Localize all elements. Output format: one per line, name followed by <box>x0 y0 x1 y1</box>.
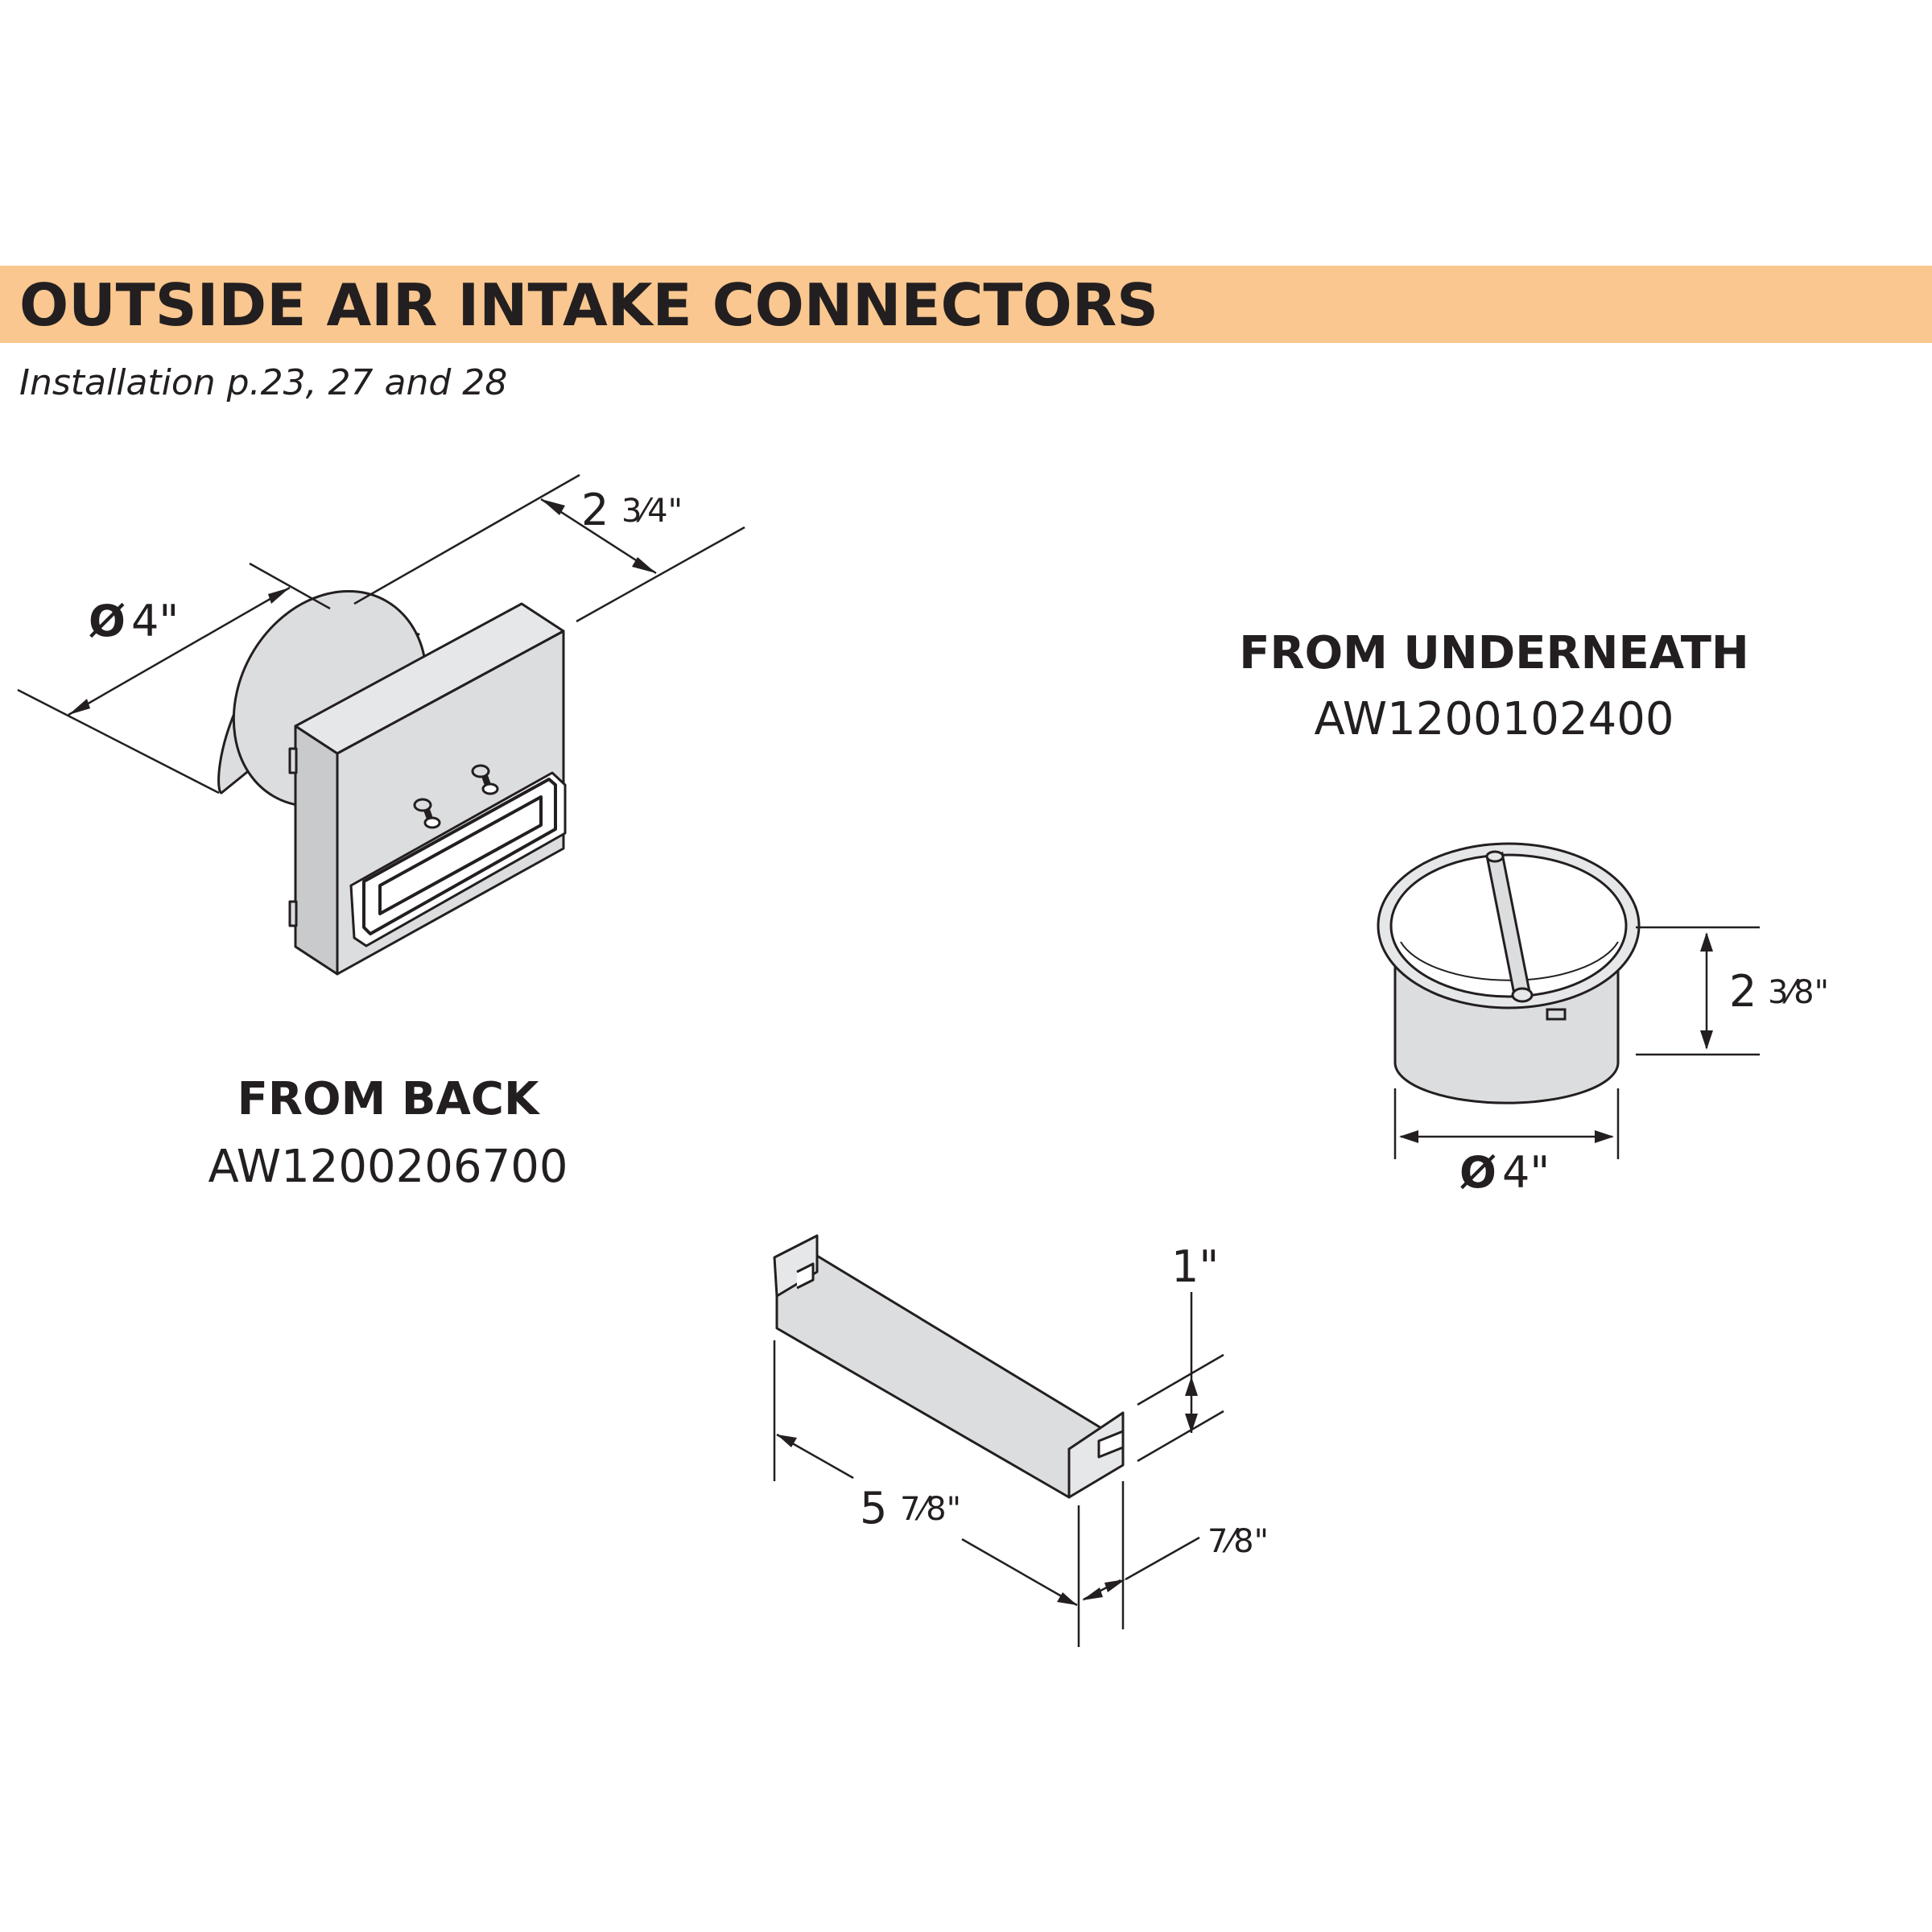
underneath-height-whole: 2 <box>1729 966 1757 1017</box>
bracket-height-value: 1" <box>1171 1241 1219 1292</box>
underneath-connector-illustration <box>1377 842 1641 1104</box>
back-connector-collar <box>349 771 567 947</box>
back-connector-code: AW1200206700 <box>208 1141 568 1193</box>
back-depth-dimension <box>353 473 745 623</box>
bracket-height-dimension <box>1137 1292 1224 1463</box>
header-band <box>0 266 1932 343</box>
back-diameter-value: 4" <box>131 596 179 646</box>
back-connector-plate-side <box>294 724 339 976</box>
back-connector-illustration <box>217 589 567 976</box>
underneath-diameter-dimension <box>1393 1088 1620 1159</box>
back-depth-fraction: 3⁄4" <box>621 493 683 530</box>
underneath-connector-code: AW1200102400 <box>1315 693 1674 745</box>
bracket-width-value: 7⁄8" <box>1208 1523 1269 1560</box>
page-subtitle: Installation p.23, 27 and 28 <box>19 362 508 403</box>
bracket-left-tab <box>773 1234 819 1298</box>
back-connector-screws <box>413 764 499 829</box>
bracket-right-slot <box>1097 1430 1125 1459</box>
bracket-left-slot <box>796 1262 815 1290</box>
underneath-height-fraction: 3⁄8" <box>1768 974 1829 1011</box>
underneath-connector-caption: FROM UNDERNEATH <box>1239 627 1749 679</box>
bracket-length-whole: 5 <box>860 1483 887 1534</box>
underneath-height-dimension <box>1636 926 1760 1056</box>
back-connector-tab-top <box>288 747 298 774</box>
back-diameter-dimension <box>17 562 331 795</box>
bracket-length-dimension <box>773 1340 1125 1647</box>
page-title: OUTSIDE AIR INTAKE CONNECTORS <box>19 271 1159 339</box>
back-diameter-symbol: Ø <box>89 596 126 646</box>
underneath-connector-damper-rod <box>1485 850 1534 1003</box>
underneath-connector-inner-wall <box>1400 941 1619 981</box>
underneath-diameter-value: 4" <box>1502 1147 1550 1198</box>
back-depth-whole: 2 <box>581 485 609 535</box>
underneath-diameter-symbol: Ø <box>1459 1147 1496 1198</box>
back-connector-tab-bottom <box>288 900 298 927</box>
bracket-long-face <box>775 1254 1111 1499</box>
bracket-width-dimension <box>1082 1536 1200 1601</box>
underneath-connector-clip <box>1546 1008 1567 1021</box>
back-connector-caption: FROM BACK <box>237 1073 541 1125</box>
bracket-illustration <box>773 1234 1125 1499</box>
bracket-length-fraction: 7⁄8" <box>900 1491 961 1528</box>
